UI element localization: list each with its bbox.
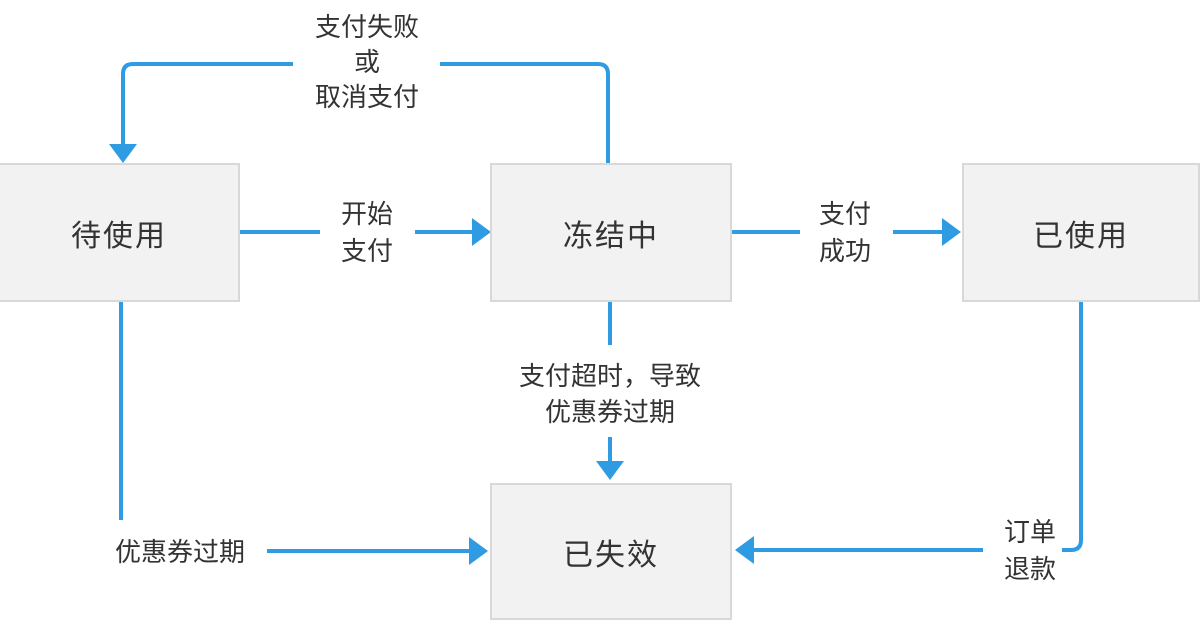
edge-label-payment-timeout: 支付超时，导致 优惠券过期 xyxy=(519,358,701,430)
arrowhead-right-frozen-icon xyxy=(472,218,491,246)
edge-label-line: 支付超时，导致 xyxy=(518,361,702,391)
arrowhead-down-invalid-icon xyxy=(596,461,624,480)
node-invalid: 已失效 xyxy=(490,483,732,620)
arrowhead-right-invalid-icon xyxy=(469,537,488,565)
edge-label-line: 优惠券过期 xyxy=(114,537,246,567)
edge-label-line: 退款 xyxy=(1003,554,1057,584)
node-used: 已使用 xyxy=(962,163,1200,302)
edge-label-line: 支付失败 xyxy=(314,12,420,42)
edge-label-line: 优惠券过期 xyxy=(544,397,676,427)
node-used-label: 已使用 xyxy=(1033,219,1129,253)
arrowhead-right-used-icon xyxy=(942,218,961,246)
arrowhead-down-pending-icon xyxy=(109,144,137,163)
edge-label-order-refund: 订单 退款 xyxy=(1004,514,1056,588)
node-pending-label: 待使用 xyxy=(71,219,167,253)
edge-label-line: 成功 xyxy=(818,236,872,266)
edge-label-payment-success: 支付 成功 xyxy=(819,196,871,270)
node-pending: 待使用 xyxy=(0,163,240,302)
edge-label-payment-fail: 支付失败 或 取消支付 xyxy=(315,10,419,115)
edge-label-line: 开始 xyxy=(340,199,394,229)
edge-label-line: 或 xyxy=(353,47,381,77)
node-invalid-label: 已失效 xyxy=(563,538,659,572)
node-frozen-label: 冻结中 xyxy=(563,219,659,253)
edge-label-line: 支付 xyxy=(818,199,872,229)
edge-pending-to-invalid xyxy=(119,301,488,565)
node-frozen: 冻结中 xyxy=(490,163,732,302)
arrowhead-left-invalid-icon xyxy=(735,536,754,564)
edge-label-coupon-expired: 优惠券过期 xyxy=(115,534,245,571)
edge-label-start-payment: 开始 支付 xyxy=(341,196,393,270)
edge-label-line: 订单 xyxy=(1003,517,1057,547)
edge-label-line: 取消支付 xyxy=(314,82,420,112)
edge-label-line: 支付 xyxy=(340,236,394,266)
